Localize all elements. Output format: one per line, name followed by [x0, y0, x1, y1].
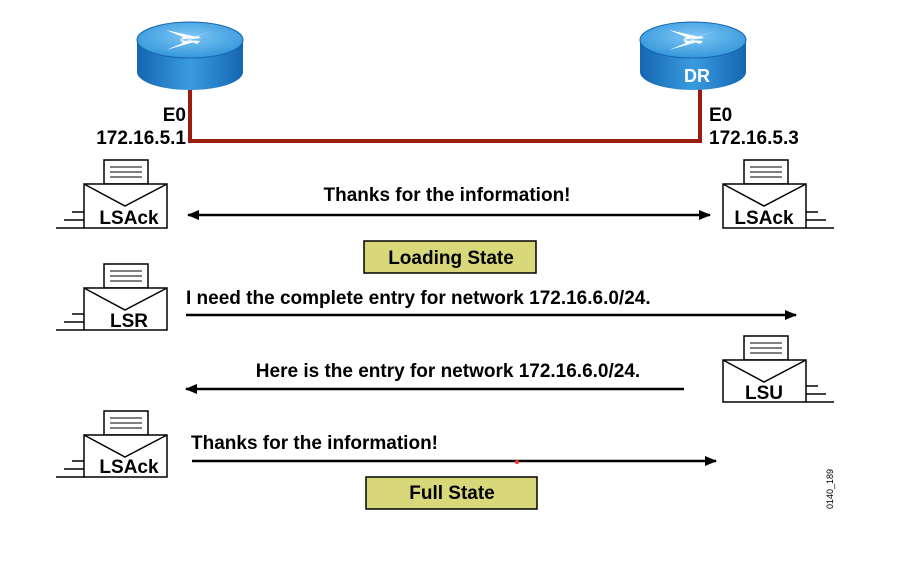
- lsack-label: LSAck: [99, 457, 159, 478]
- lsr-label: LSR: [110, 311, 148, 332]
- lsu-label: LSU: [745, 383, 783, 404]
- message-here-is-entry: Here is the entry for network 172.16.6.0…: [256, 361, 640, 382]
- right-ip-label: 172.16.5.3: [709, 128, 799, 149]
- message-thanks-2: Thanks for the information!: [191, 433, 438, 454]
- ethernet-link: [188, 88, 702, 143]
- loading-state-box: [363, 240, 537, 274]
- lsack-envelope-icon: [722, 159, 834, 229]
- right-interface-label: E0: [709, 105, 732, 126]
- cursor-dot: [515, 460, 519, 464]
- lsack-envelope-icon: [56, 410, 168, 478]
- lsr-envelope-icon: [56, 263, 168, 331]
- router-dr-label: DR: [684, 66, 710, 86]
- full-state-label: Full State: [409, 483, 495, 504]
- full-state-box: [365, 476, 538, 510]
- lsack-label: LSAck: [734, 208, 794, 229]
- loading-state-label: Loading State: [388, 248, 514, 269]
- lsack-envelope-icon: [56, 159, 168, 229]
- lsu-envelope-icon: [722, 335, 834, 403]
- message-need-entry: I need the complete entry for network 17…: [186, 288, 651, 309]
- left-interface-label: E0: [163, 105, 186, 126]
- figure-id: 0140_189: [825, 469, 835, 509]
- message-thanks-1: Thanks for the information!: [324, 185, 571, 206]
- router-left-icon[interactable]: [136, 21, 244, 90]
- router-dr-icon[interactable]: [639, 21, 747, 90]
- lsack-label: LSAck: [99, 208, 159, 229]
- left-ip-label: 172.16.5.1: [96, 128, 186, 149]
